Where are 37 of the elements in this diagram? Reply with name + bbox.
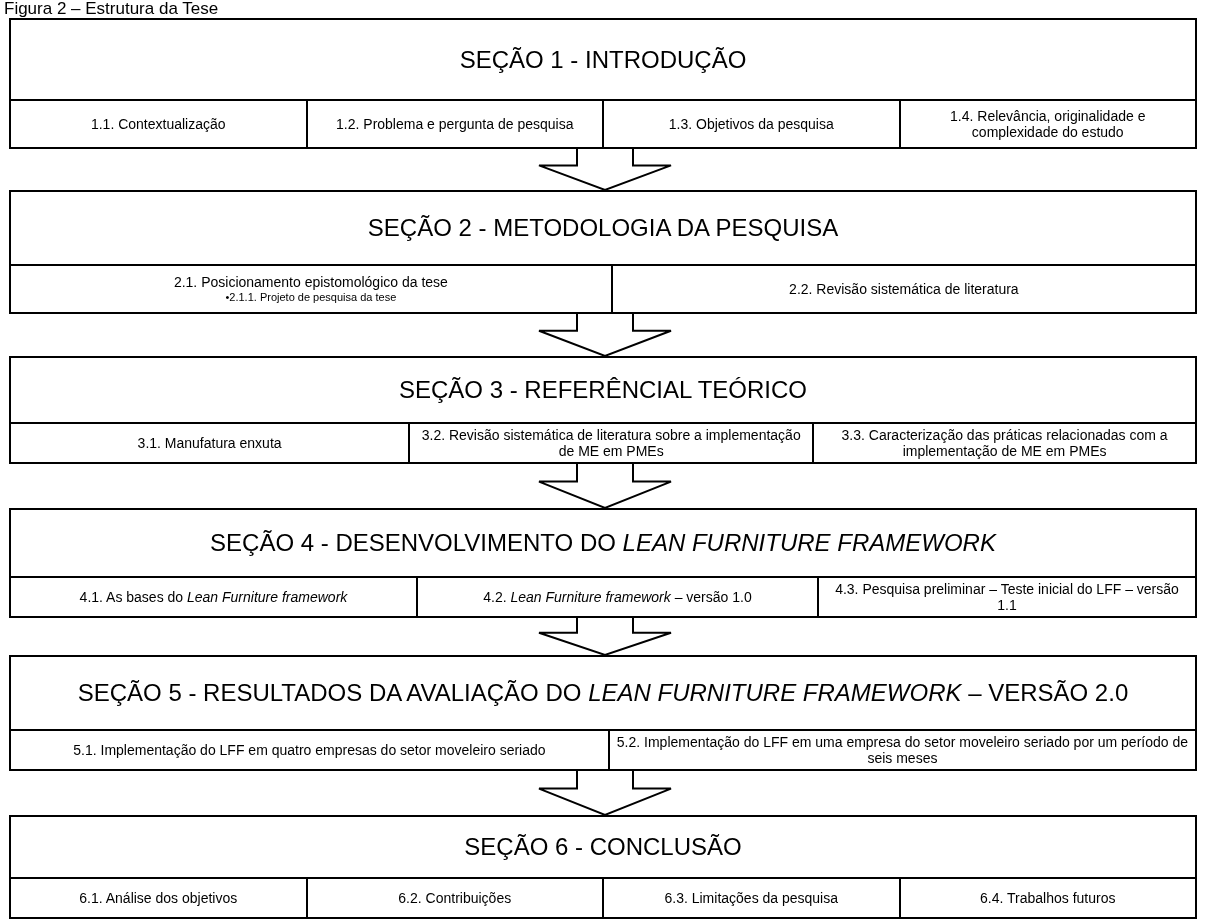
section-heading: SEÇÃO 4 - DESENVOLVIMENTO DO LEAN FURNITURE FRAMEWORK — [210, 529, 996, 557]
block-arrow — [538, 313, 672, 358]
subsection-title: 5.1. Implementação do LFF em quatro empresas do setor moveleiro seriado — [73, 742, 546, 758]
section-heading: SEÇÃO 1 - INTRODUÇÃO — [459, 45, 747, 74]
subtopic-item: •2.1.1. Projeto de pesquisa da tese — [225, 290, 397, 304]
subsection-title: 1.3. Objetivos da pesquisa — [668, 116, 834, 132]
subsection-title: 2.1. Posicionamento epistomológico da tese — [173, 274, 448, 290]
section-heading: SEÇÃO 2 - METODOLOGIA DA PESQUISA — [367, 214, 839, 242]
section-panel — [9, 190, 1197, 314]
subsection-title: 3.2. Revisão sistemática de literatura sobre a implementação de ME em PMEs — [420, 427, 802, 459]
subsection-title: 4.1. As bases do Lean Furniture framework — [79, 589, 348, 605]
section-panel — [9, 356, 1197, 464]
subsection-title: 6.4. Trabalhos futuros — [980, 890, 1116, 906]
section-heading: SEÇÃO 3 - REFERÊNCIAL TEÓRICO — [398, 376, 808, 404]
subsection-title: 3.1. Manufatura enxuta — [137, 435, 282, 451]
subsection-title: 4.3. Pesquisa preliminar – Teste inicial do LFF – versão 1.1 — [834, 581, 1180, 613]
block-arrow — [538, 770, 672, 817]
section-panel — [9, 18, 1197, 149]
section-panel — [9, 655, 1197, 771]
block-arrow — [538, 617, 672, 657]
section-heading: SEÇÃO 6 - CONCLUSÃO — [464, 833, 742, 861]
subsection-title: 6.3. Limitações da pesquisa — [664, 890, 839, 906]
block-arrow — [538, 148, 672, 192]
subsection-title: 3.3. Caracterização das práticas relacionadas com a implementação de ME em PMEs — [840, 427, 1169, 459]
section-heading: SEÇÃO 5 - RESULTADOS DA AVALIAÇÃO DO LEAN FURNITURE FRAMEWORK – VERSÃO 2.0 — [77, 679, 1129, 707]
subsection-title: 2.2. Revisão sistemática de literatura — [789, 281, 1019, 297]
subsection-title: 4.2. Lean Furniture framework – versão 1.0 — [483, 589, 752, 605]
subsection-title: 5.2. Implementação do LFF em uma empresa do setor moveleiro seriado por um período de seis meses — [615, 734, 1189, 766]
subsection-title: 1.4. Relevância, originalidade e complexidade do estudo — [949, 108, 1147, 140]
subsection-title: 1.2. Problema e pergunta de pesquisa — [336, 116, 574, 132]
figure-title: Figura 2 – Estrutura da Tese — [4, 0, 219, 18]
section-panel — [9, 508, 1197, 618]
block-arrow — [538, 463, 672, 510]
subsection-title: 1.1. Contextualização — [90, 116, 226, 132]
subsection-title: 6.2. Contribuições — [398, 890, 512, 906]
subsection-title: 6.1. Análise dos objetivos — [79, 890, 238, 906]
section-panel — [9, 815, 1197, 919]
